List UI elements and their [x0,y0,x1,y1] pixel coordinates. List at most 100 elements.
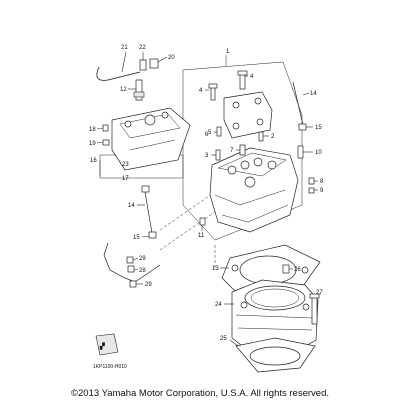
stud-bolt-14 [292,81,304,126]
part-number-label: 26 [294,267,301,273]
union-bolt-29 [126,256,134,264]
new-part-stamp-icon [95,333,119,356]
stud-bolt-14 [144,191,153,234]
leader-line [141,235,150,238]
cylinder-head-cover [111,107,191,171]
bolt-4-head [237,70,248,76]
bolt-27 [311,295,318,325]
copyright-notice: ©2013 Yamaha Motor Corporation, U.S.A. A… [71,388,329,399]
part-number-label: 22 [139,45,146,51]
part-number-label: 8 [320,179,324,185]
part-number-label: 7 [230,148,234,154]
part-number-label: 20 [168,55,175,61]
dowel-11 [199,217,206,226]
valve-bore [227,165,237,175]
breather-fitting [149,58,159,69]
part-number-label: 5 [208,130,212,136]
part-number-label: 9 [320,188,324,194]
part-number-label: 3 [205,153,209,159]
part-number-label: 24 [215,302,222,308]
part-number-label: 4 [199,88,203,94]
part-number-label: 14 [310,91,317,97]
drawing-code: 1KP1100-H010 [93,364,127,370]
bolt-18 [102,124,109,132]
cylinder-head-fins [221,204,289,223]
oil-delivery-pipe [103,242,136,283]
part-number-label: 11 [198,233,205,239]
bolt-10 [297,145,304,159]
spark-plug-well [144,114,156,126]
gasket-hole [301,266,309,274]
cylinder-bolt-hole [240,301,248,309]
cover-edge [129,139,176,151]
part-number-label: 29 [145,282,152,288]
cylinder-head-assembly-outline [182,61,303,241]
cap-hole [256,118,264,126]
washer-19 [102,139,110,146]
bolt-14-head [141,185,150,193]
camshaft-cap [223,91,273,139]
oil-pipe-segment [134,264,161,283]
part-number-label: 4 [250,74,254,80]
cap-hole [232,122,240,130]
cylinder-fin [237,327,313,331]
bolt-7 [239,144,246,156]
part-number-label: 14 [128,203,135,209]
bolt-27-head [309,293,320,299]
combustion-port [244,176,256,188]
valve-bore [240,160,250,170]
part-number-label: 19 [89,141,96,147]
valve-bore [253,157,263,167]
union-bolt-28 [127,265,135,273]
valve-bore [267,160,277,170]
cover-bolt-hole [161,111,169,119]
part-number-label: 1 [226,49,230,55]
leader-line [132,257,139,261]
leader-line [133,268,139,271]
part-number-label: 17 [122,176,129,182]
part-number-label: 12 [120,87,127,93]
cylinder-bolt-hole [302,303,310,311]
leader-line [302,92,310,96]
gasket-hole [231,264,239,272]
leader-line [157,56,168,63]
leader-line [96,141,104,144]
nut-8 [308,177,315,185]
part-number-label: 21 [121,45,128,51]
spark-plug [135,79,143,101]
alignment-line [159,204,226,251]
part-number-label: 23 [122,162,129,168]
dowel-3 [215,149,221,161]
nut-15 [298,123,307,131]
nut-15 [148,231,157,239]
cylinder-head-top-face [217,152,287,177]
part-number-label: 6 [205,132,209,138]
part-number-label: 28 [139,268,146,274]
spark-plug-hex [133,91,145,98]
stamp-mark: ▞ [99,341,105,350]
part-number-label: 29 [139,256,146,262]
cap-hole [254,97,262,105]
washer-9 [308,187,315,194]
hose-clamp [139,59,147,71]
breather-hose-inner [96,66,141,81]
part-number-label: 2 [271,134,275,140]
part-number-label: 25 [220,336,227,342]
part-number-label: 16 [90,158,97,164]
cover-bolt-hole [124,120,132,128]
base-gasket-bore [249,346,301,366]
part-number-label: 15 [315,125,322,131]
cap-hole [232,101,240,109]
part-number-label: 13 [212,266,219,272]
dowel-26 [282,264,290,274]
leader-line [96,127,104,130]
part-number-label: 15 [133,235,140,241]
bolt-4 [239,72,246,90]
part-number-label: 10 [315,150,322,156]
bolt-4-head [208,83,218,89]
cylinder-bore-inner [250,288,300,308]
cylinder-bore [244,285,306,311]
part-number-label: 18 [89,127,96,133]
